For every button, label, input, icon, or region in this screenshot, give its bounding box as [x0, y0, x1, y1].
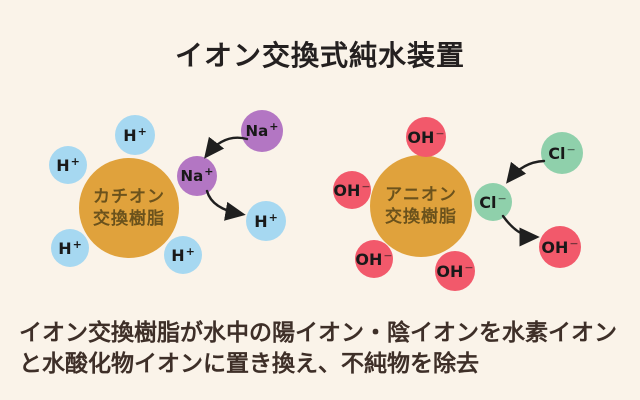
- cation-resin-circle: カチオン 交換樹脂: [79, 158, 179, 258]
- sodium-ion: Na+: [241, 110, 283, 152]
- arrow-hydroxide-out: [501, 214, 540, 247]
- ion-label: H+: [56, 154, 80, 175]
- hydrogen-ion: H+: [246, 201, 286, 241]
- chloride-ion: Cl−: [541, 132, 583, 174]
- caption-line2: と水酸化物イオンに置き換え、不純物を除去: [19, 351, 479, 377]
- anion-resin-circle: アニオン 交換樹脂: [370, 155, 472, 257]
- ion-label: Cl−: [479, 191, 507, 212]
- ion-label: Cl−: [548, 142, 576, 163]
- sodium-ion: Na+: [177, 156, 217, 196]
- hydroxide-ion: OH−: [333, 171, 371, 209]
- ion-label: H+: [123, 124, 147, 145]
- arrow-hydrogen-out: [205, 189, 246, 221]
- ion-label: OH−: [407, 126, 445, 147]
- caption-line1: イオン交換樹脂が水中の陽イオン・陰イオンを水素イオン: [19, 320, 617, 346]
- ion-label: OH−: [333, 179, 371, 200]
- hydroxide-ion: OH−: [539, 226, 581, 268]
- ion-label: OH−: [436, 260, 474, 281]
- anion-resin-label: アニオン 交換樹脂: [385, 184, 457, 228]
- page-title: イオン交換式純水装置: [174, 39, 465, 72]
- hydrogen-ion: H+: [49, 146, 87, 184]
- ion-label: OH−: [541, 236, 579, 257]
- ion-label: OH−: [355, 248, 393, 269]
- ion-label: H+: [254, 210, 278, 231]
- ion-label: H+: [58, 237, 82, 258]
- anion-resin-label-line1: アニオン: [385, 185, 457, 205]
- hydroxide-ion: OH−: [406, 117, 446, 157]
- hydrogen-ion: H+: [51, 229, 89, 267]
- cation-resin-label-line2: 交換樹脂: [93, 209, 165, 229]
- hydroxide-ion: OH−: [355, 240, 393, 278]
- anion-resin-label-line2: 交換樹脂: [385, 207, 457, 227]
- arrow-chloride-in: [506, 159, 546, 184]
- hydrogen-ion: H+: [115, 115, 155, 155]
- caption: イオン交換樹脂が水中の陽イオン・陰イオンを水素イオン と水酸化物イオンに置き換え…: [19, 318, 629, 380]
- ion-label: H+: [171, 244, 195, 265]
- arrow-sodium-in: [204, 136, 249, 159]
- cation-resin-label: カチオン 交換樹脂: [93, 186, 165, 230]
- ion-label: Na+: [245, 120, 279, 140]
- hydroxide-ion: OH−: [435, 251, 475, 291]
- chloride-ion: Cl−: [474, 183, 512, 221]
- ion-label: Na+: [180, 165, 214, 185]
- hydrogen-ion: H+: [164, 236, 202, 274]
- cation-resin-label-line1: カチオン: [93, 187, 165, 207]
